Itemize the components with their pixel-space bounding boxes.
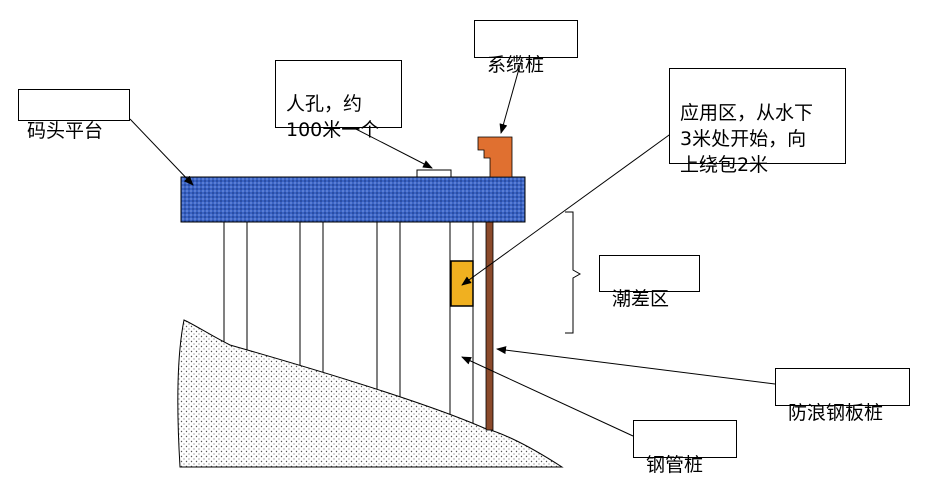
- wave-sheet-pile-text: 防浪钢板桩: [788, 402, 884, 424]
- wharf-platform: [180, 176, 526, 223]
- mooring-post-text: 系缆桩: [487, 54, 545, 76]
- mooring-post-label: 系缆桩: [474, 20, 578, 76]
- application-zone-text: 应用区，从水下 3米处开始，向 上绕包2米: [680, 102, 814, 176]
- mooring-post: [477, 136, 513, 178]
- steel-pipe-pile-label: 钢管桩: [633, 420, 737, 476]
- wave-sheet-pile: [485, 221, 494, 431]
- wharf-platform-text: 码头平台: [27, 120, 104, 142]
- steel-pipe-pile-text: 钢管桩: [646, 454, 704, 476]
- leader-lines: [129, 57, 776, 437]
- tidal-zone-label: 潮差区: [599, 255, 700, 310]
- tidal-zone-bracket: [565, 211, 582, 334]
- application-zone-label: 应用区，从水下 3米处开始，向 上绕包2米: [669, 68, 846, 176]
- steel-pipe-piles: [223, 222, 474, 428]
- manhole-label: 人孔，约 100米一个: [275, 60, 402, 141]
- wharf-platform-label: 码头平台: [18, 89, 130, 142]
- application-zone-band: [450, 260, 474, 307]
- wave-sheet-pile-label: 防浪钢板桩: [775, 368, 910, 424]
- manhole-text: 人孔，约 100米一个: [286, 93, 380, 141]
- tidal-zone-text: 潮差区: [612, 288, 670, 310]
- seabed: [177, 319, 564, 468]
- manhole: [416, 169, 452, 178]
